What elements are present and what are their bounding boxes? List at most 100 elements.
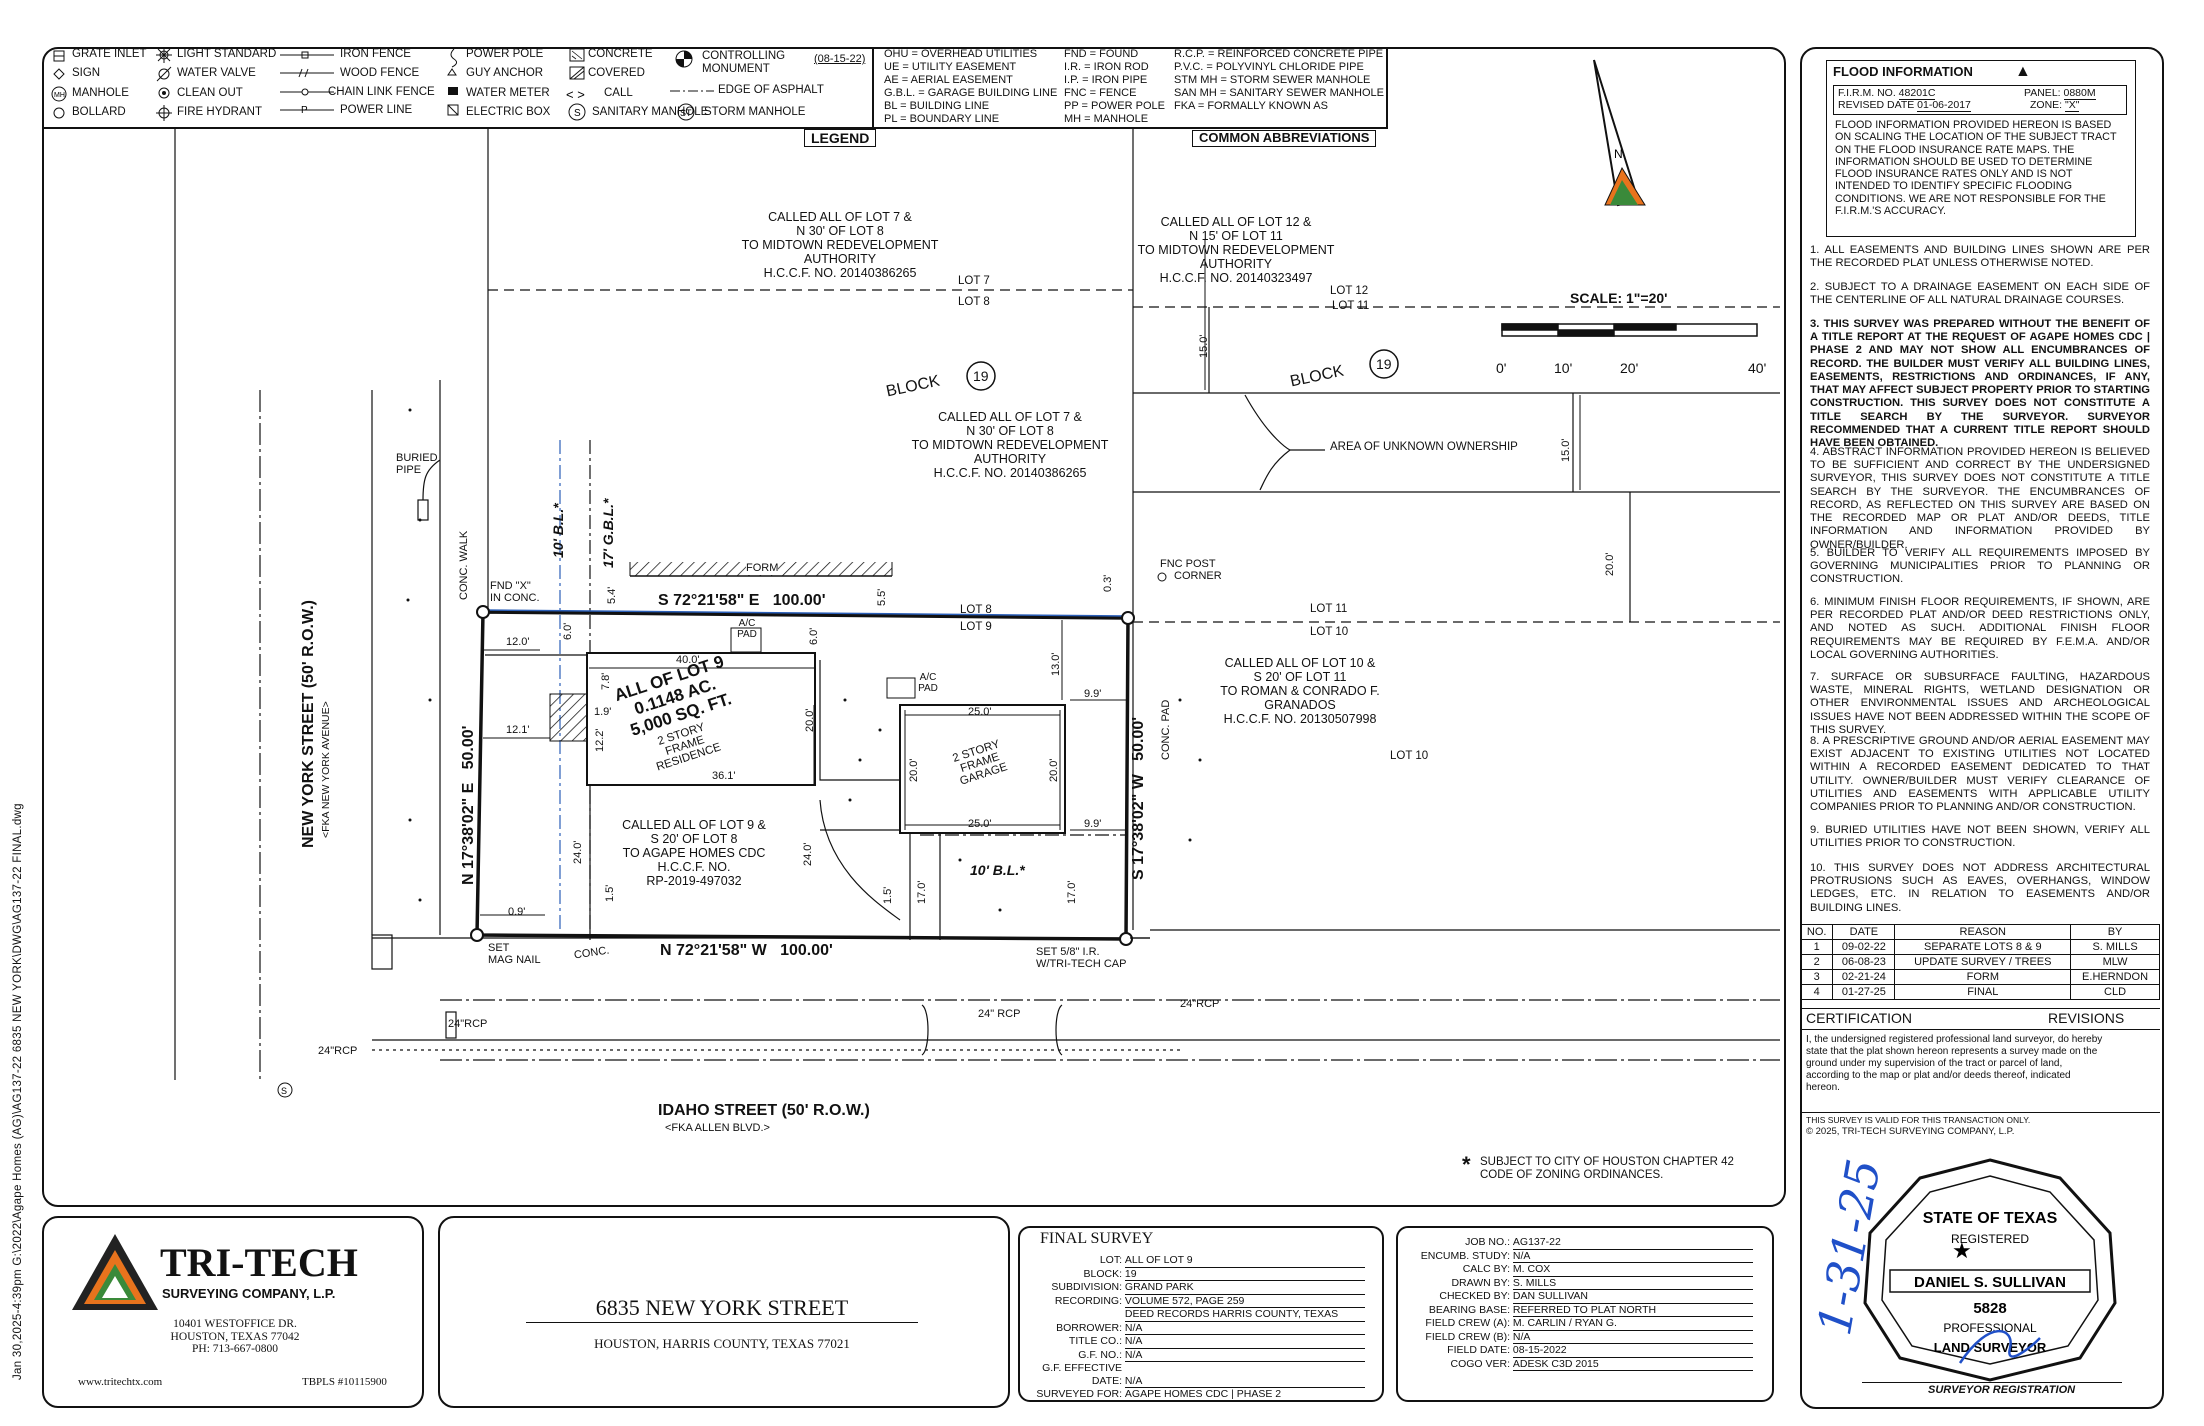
- note-3: 3. THIS SURVEY WAS PREPARED WITHOUT THE …: [1810, 318, 2150, 449]
- block-no-1: 19: [973, 368, 989, 384]
- asterisk: *: [1462, 1152, 1471, 1177]
- dim-78: 7.8': [600, 672, 612, 690]
- lot8-label: LOT 8: [958, 296, 990, 308]
- final-survey-fields: LOT: ALL OF LOT 9 BLOCK: 19 SUBDIVISION:…: [1024, 1254, 1365, 1402]
- lot10-label-2: LOT 10: [1390, 750, 1429, 762]
- legend-symbols: MH P < > S ST: [51, 47, 714, 121]
- company-web: www.tritechtx.com: [78, 1376, 163, 1388]
- note-4: 4. ABSTRACT INFORMATION PROVIDED HEREON …: [1810, 446, 2150, 551]
- lot9-label: LOT 9: [960, 621, 992, 633]
- tritech-logo-icon: [72, 1234, 158, 1310]
- gbl17-label: 17' G.B.L.*: [600, 498, 616, 568]
- seal-state: STATE OF TEXAS: [1923, 1210, 2058, 1227]
- legend-bollard: BOLLARD: [72, 106, 126, 118]
- job-box: [1396, 1226, 1774, 1402]
- bearing-east: S 17°38'02" W 50.00': [1130, 716, 1147, 880]
- dim-09: 0.9': [508, 906, 526, 918]
- company-sub: SURVEYING COMPANY, L.P.: [162, 1286, 336, 1301]
- street-west-label: NEW YORK STREET (50' R.O.W.): [300, 600, 317, 848]
- conc-walk-label: CONC. WALK: [458, 530, 470, 600]
- scale-title: SCALE: 1"=20': [1570, 290, 1668, 306]
- note-8: 8. A PRESCRIPTIVE GROUND AND/OR AERIAL E…: [1810, 735, 2150, 814]
- svg-text:P: P: [301, 105, 308, 116]
- dim-6a: 6.0': [562, 622, 574, 640]
- lot11-label: LOT 11: [1332, 300, 1370, 312]
- drawing-panel: [42, 47, 1786, 1207]
- sanitary-mark: S: [574, 108, 581, 119]
- set-ir-label: SET 5/8" I.R.W/TRI-TECH CAP: [1036, 946, 1127, 970]
- address-box: [438, 1216, 1010, 1408]
- address-line2: HOUSTON, HARRIS COUNTY, TEXAS 77021: [594, 1336, 850, 1351]
- legend-wood-fence: WOOD FENCE: [340, 67, 420, 79]
- conc-pad-label: CONC. PAD: [1160, 699, 1172, 760]
- seal-professional: PROFESSIONAL: [1943, 1321, 2037, 1335]
- legend-grate-inlet: GRATE INLET: [72, 48, 147, 60]
- dim-150b: 15.0': [1560, 438, 1572, 462]
- dim-19: 1.9': [594, 706, 612, 718]
- north-label: N: [1614, 147, 1623, 161]
- dim-20b: 20.0': [908, 758, 920, 782]
- surveyor-registration: SURVEYOR REGISTRATION: [1928, 1384, 2076, 1396]
- note-1: 1. ALL EASEMENTS AND BUILDING LINES SHOW…: [1810, 244, 2150, 270]
- job-fields: JOB NO.: AG137-22 ENCUMB. STUDY: N/A CAL…: [1402, 1236, 1753, 1371]
- svg-text:S: S: [281, 1086, 287, 1096]
- dim-25b: 25.0': [968, 818, 992, 830]
- valid-text: THIS SURVEY IS VALID FOR THIS TRANSACTIO…: [1806, 1115, 2031, 1125]
- address-underline: [526, 1322, 918, 1323]
- manhole-mark: MH: [54, 92, 65, 99]
- note-7: 7. SURFACE OR SUBSURFACE FAULTING, HAZAR…: [1810, 671, 2150, 736]
- note-2: 2. SUBJECT TO A DRAINAGE EASEMENT ON EAC…: [1810, 281, 2150, 307]
- dim-20c: 20.0': [1048, 758, 1060, 782]
- call-mark: < >: [566, 87, 585, 102]
- legend-concrete: CONCRETE: [588, 48, 653, 60]
- dim-99a: 9.9': [1084, 688, 1102, 700]
- dim-20a: 20.0': [804, 708, 816, 732]
- lot7-label: LOT 7: [958, 275, 990, 287]
- final-survey-title: FINAL SURVEY: [1040, 1230, 1154, 1247]
- note-9: 9. BURIED UTILITIES HAVE NOT BEEN SHOWN,…: [1810, 824, 2150, 850]
- form-label: FORM: [746, 562, 779, 575]
- dim-25a: 25.0': [968, 706, 992, 718]
- seal-star: ★: [1952, 1238, 1972, 1263]
- company-tbpls: TBPLS #10115900: [302, 1376, 387, 1388]
- certification-title: CERTIFICATION: [1806, 1010, 1913, 1026]
- dim-55: 5.5': [876, 588, 888, 606]
- abbreviations-title: COMMON ABBREVIATIONS: [1192, 130, 1377, 147]
- rcp-label-1: 24" RCP: [978, 1008, 1021, 1020]
- certification-text: I, the undersigned registered profession…: [1806, 1034, 2103, 1093]
- flood-box: FLOOD INFORMATION ▲ F.I.R.M. NO. 48201C …: [1826, 60, 2136, 237]
- dim-6b: 6.0': [808, 627, 820, 645]
- legend-power-pole: POWER POLE: [466, 48, 544, 60]
- legend-sanitary-manhole: SANITARY MANHOLE: [592, 106, 709, 118]
- dim-99b: 9.9': [1084, 818, 1102, 830]
- dim-17b: 17.0': [1066, 880, 1078, 904]
- dim-15b: 1.5': [882, 886, 894, 904]
- final-survey-box: [1018, 1226, 1384, 1402]
- bearing-north: S 72°21'58" E 100.00': [658, 592, 826, 609]
- legend-fire-hydrant: FIRE HYDRANT: [177, 106, 262, 118]
- seal-footer-line: [1862, 1382, 2122, 1383]
- flood-title: FLOOD INFORMATION: [1833, 64, 1973, 79]
- area-unknown-label: AREA OF UNKNOWN OWNERSHIP: [1330, 441, 1518, 453]
- legend-light-standard: LIGHT STANDARD: [177, 48, 277, 60]
- scale-40: 40': [1748, 360, 1767, 376]
- note-6: 6. MINIMUM FINISH FLOOR REQUIREMENTS, IF…: [1810, 596, 2150, 661]
- bearing-south: N 72°21'58" W 100.00': [660, 942, 833, 959]
- dim-13: 13.0': [1050, 652, 1062, 676]
- rcp-label-4: 24"RCP: [1180, 998, 1220, 1010]
- block-no-2: 19: [1376, 356, 1392, 372]
- dim-122: 12.2': [594, 728, 606, 752]
- legend-manhole: MANHOLE: [72, 87, 129, 99]
